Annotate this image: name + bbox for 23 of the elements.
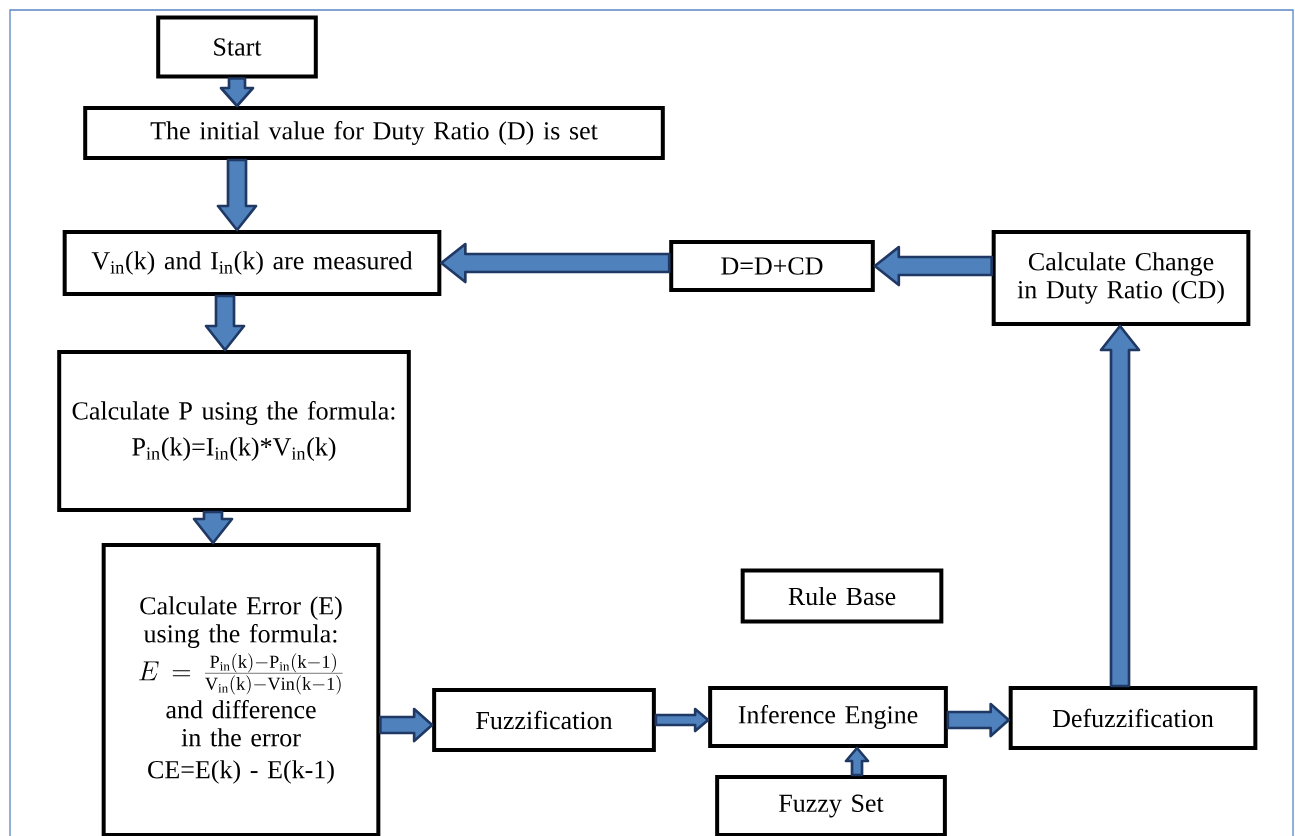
block-arrow xyxy=(654,707,710,733)
block-arrow xyxy=(216,158,258,232)
block-arrow xyxy=(873,245,993,287)
process-box: Fuzzy Set xyxy=(715,775,947,836)
block-arrow xyxy=(1099,324,1141,688)
process-box: Inference Engine xyxy=(708,686,948,748)
process-box: Rule Base xyxy=(740,568,944,624)
process-box: Calculate Change in Duty Ratio (CD) xyxy=(991,230,1251,326)
process-box: Calculate P using the formula: P$_{in}$(k)=I$_{in}$(k)*V$_{in}$(k) xyxy=(57,350,411,512)
block-arrow xyxy=(192,510,234,545)
process-box: Fuzzification xyxy=(432,688,656,752)
process-box: Calculate Error (E) using the formula: $E=\frac{\mathrm{P_{in}(k)-P_{in}(k-1)}}{\mathrm{V_{in}(k)-Vin(k-1)}}$ and difference in the error CE=E(k) - E(k-1) xyxy=(101,543,381,836)
block-arrow xyxy=(379,707,434,743)
block-arrow xyxy=(844,746,870,777)
process-box: The initial value for Duty Ratio (D) is set xyxy=(83,106,665,160)
block-arrow xyxy=(440,242,671,284)
start-box: Start xyxy=(156,15,318,79)
block-arrow xyxy=(204,294,246,352)
process-box: Defuzzification xyxy=(1008,686,1258,750)
process-box: D=D+CD xyxy=(669,240,875,292)
block-arrow xyxy=(219,77,255,108)
process-box: V$_{in}$(k) and I$_{in}$(k) are measured xyxy=(62,230,442,296)
block-arrow xyxy=(946,702,1010,738)
